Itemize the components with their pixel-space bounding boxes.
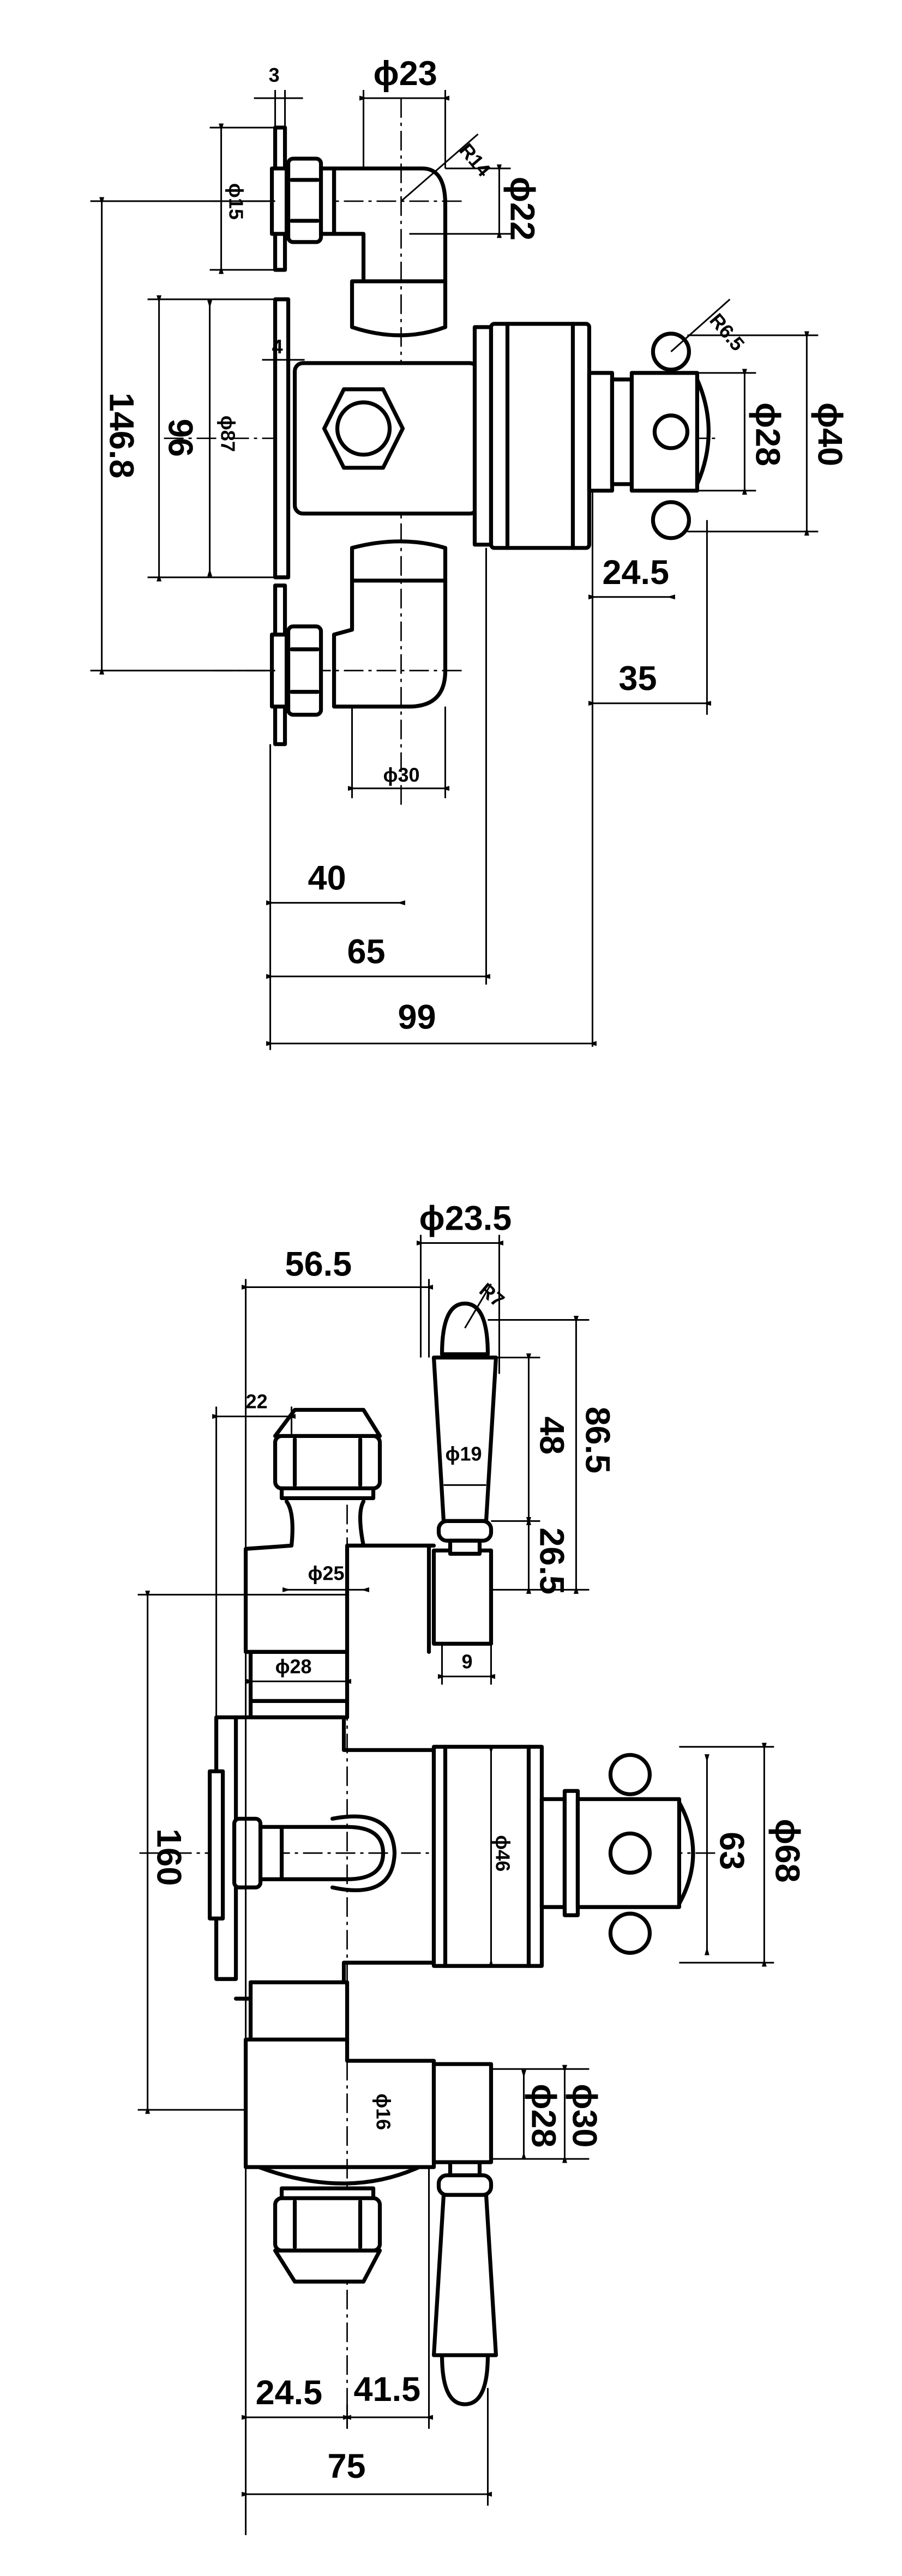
dim-75: 75 [328, 2447, 366, 2485]
valve-body [207, 1715, 695, 2001]
dim-r7: R7 [475, 1278, 509, 1311]
dim-41-5: 41.5 [354, 2370, 421, 2409]
dim-phi28: ϕ28 [748, 402, 786, 466]
dim-9: 9 [461, 1650, 472, 1672]
dim-40: 40 [308, 859, 346, 898]
dim-phi68: ϕ68 [768, 1819, 806, 1882]
dim-86-5: 86.5 [578, 1406, 616, 1473]
dim-3: 3 [269, 64, 280, 86]
upper-inlet-elbow [269, 125, 448, 284]
lower-lever-handle [431, 2160, 498, 2406]
dim-65: 65 [347, 933, 386, 971]
dim-phi19: ϕ19 [446, 1442, 482, 1465]
cross-handle-knob-bottom [651, 500, 691, 540]
lower-outlet-elbow [269, 579, 448, 747]
dim-160: 160 [150, 1828, 188, 1886]
dim-phi87: ϕ87 [217, 416, 239, 452]
dim-phi30: ϕ30 [565, 2084, 603, 2147]
dim-r14: R14 [455, 139, 495, 181]
dim-24-5: 24.5 [602, 553, 669, 592]
dim-phi28-bottom: ϕ28 [524, 2084, 562, 2147]
dim-phi40: ϕ40 [810, 402, 849, 466]
dim-phi46: ϕ46 [491, 1835, 514, 1871]
dim-24-5: 24.5 [256, 2374, 323, 2412]
top-view: ϕ23 3 ϕ15 R14 ϕ22 96 ϕ87 4 146.8 R6.5 ϕ2… [90, 55, 849, 1050]
dim-146-8: 146.8 [103, 393, 141, 479]
dim-phi25: ϕ25 [308, 1562, 345, 1584]
dim-phi16: ϕ16 [372, 2093, 395, 2130]
dim-35: 35 [618, 660, 657, 698]
dim-phi23-5: ϕ23.5 [419, 1200, 512, 1238]
dim-4: 4 [272, 335, 283, 358]
dim-56-5: 56.5 [285, 1245, 352, 1284]
upper-lever-handle [431, 1301, 498, 1556]
dim-phi23: ϕ23 [374, 55, 437, 93]
cross-handle-knob-top [651, 332, 691, 372]
dim-phi28-top: ϕ28 [275, 1655, 312, 1677]
dim-26-5: 26.5 [532, 1527, 570, 1594]
dim-22: 22 [246, 1390, 268, 1412]
dim-48: 48 [532, 1416, 570, 1454]
side-view: ϕ23.5 56.5 R7 22 ϕ19 48 26.5 86.5 ϕ25 9 … [137, 1200, 806, 2536]
dim-63: 63 [712, 1832, 750, 1870]
valve-body [273, 279, 711, 583]
cross-handle-knob-bottom [608, 1911, 652, 1955]
hex-nut-icon [322, 387, 405, 470]
dim-96: 96 [161, 419, 200, 457]
cross-handle-knob-top [608, 1753, 652, 1796]
upper-inlet [243, 1407, 494, 1719]
dim-phi30: ϕ30 [383, 764, 420, 786]
dim-phi22: ϕ22 [503, 177, 541, 240]
dim-99: 99 [398, 998, 436, 1037]
